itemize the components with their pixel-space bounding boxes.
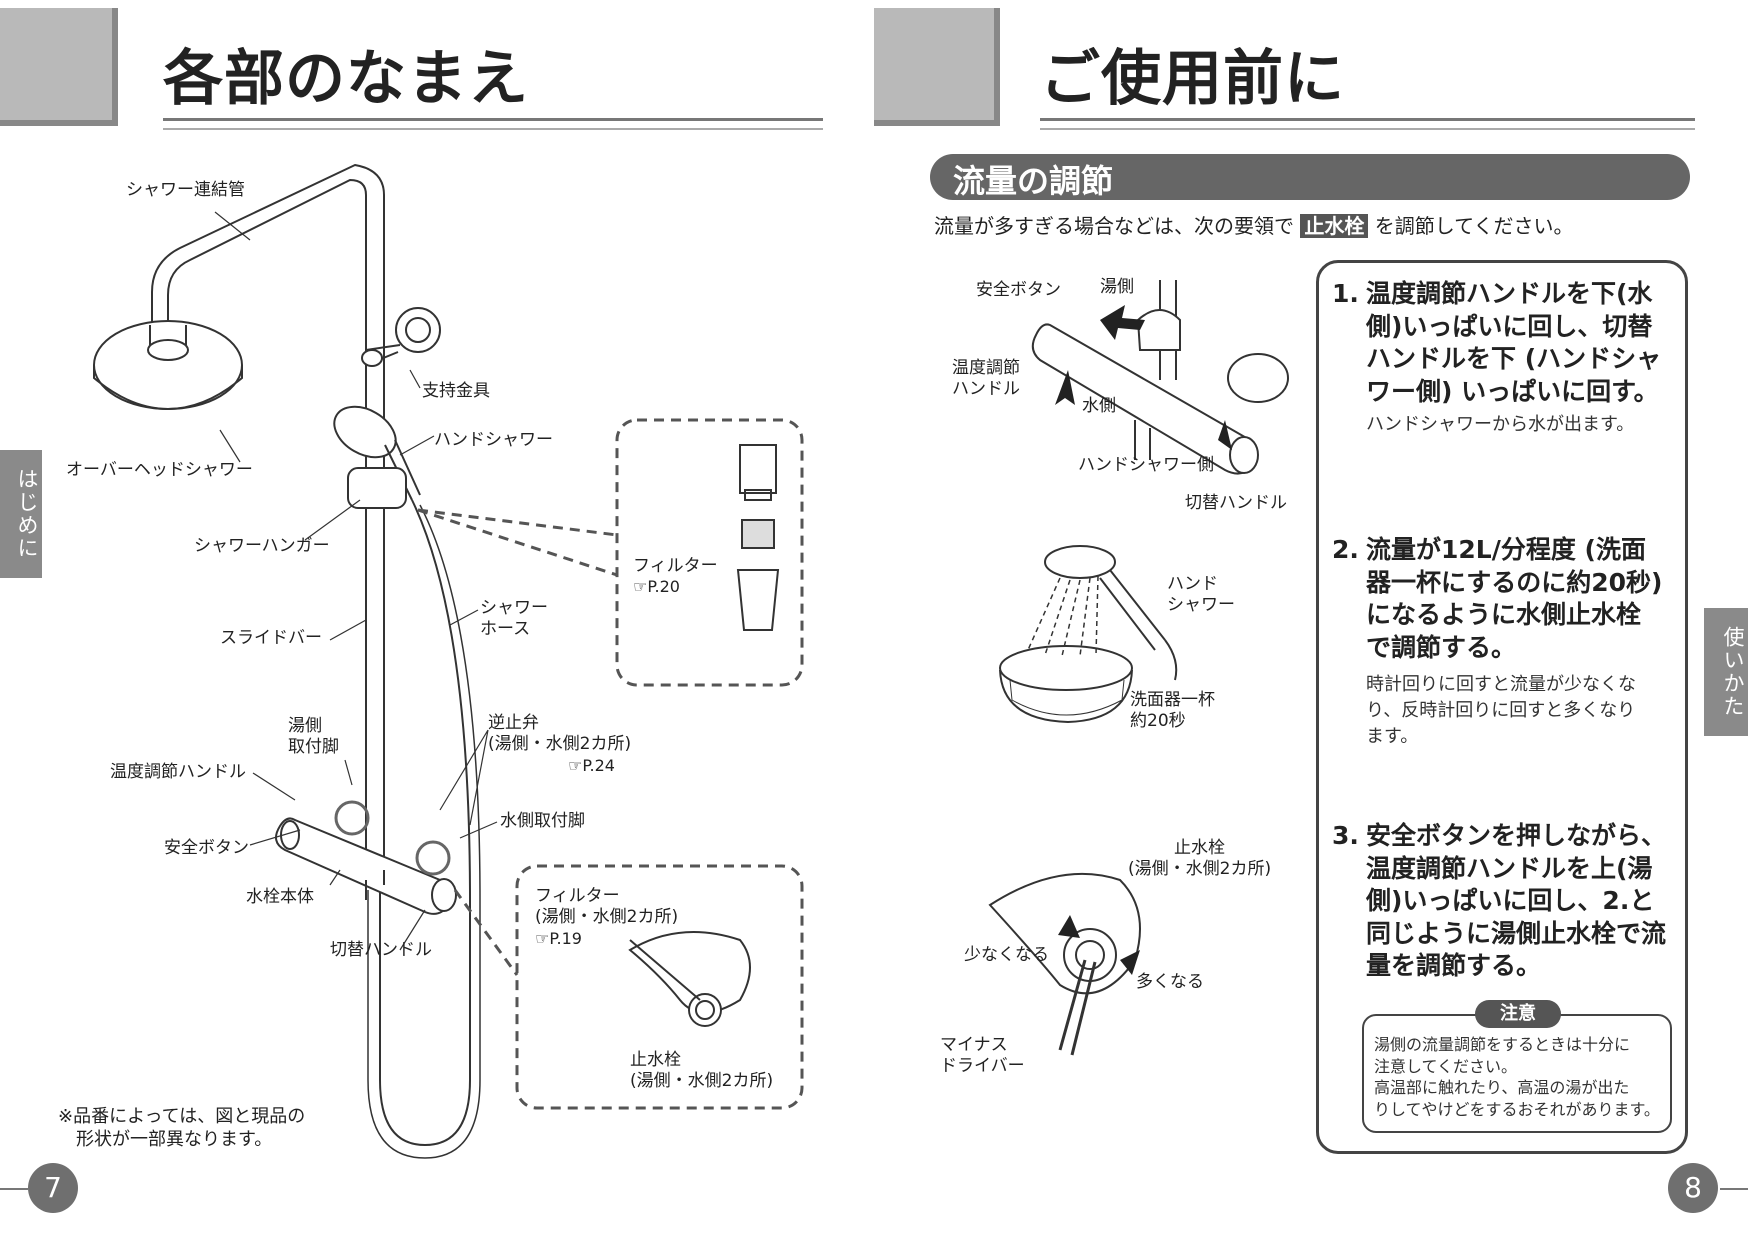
- step-1-number: 1.: [1332, 279, 1359, 308]
- title-rule-right: [1040, 118, 1695, 121]
- section-title: 流量の調節: [953, 162, 1114, 200]
- fig2-basin: 洗面器一杯 約20秒: [1130, 690, 1215, 732]
- pointing-hand-icon: ☞: [568, 755, 583, 775]
- fig1-switch-handle: 切替ハンドル: [1185, 493, 1287, 513]
- title-rule-right-2: [1040, 128, 1695, 130]
- flow-figures: [988, 280, 1289, 1056]
- fig1-cold-side: 水側: [1082, 396, 1116, 416]
- title-rule-left: [163, 118, 823, 121]
- fig2-hand-shower: ハンド シャワー: [1167, 574, 1235, 616]
- section-bar: [930, 154, 1690, 200]
- ref-check-valve: ☞P.24: [568, 755, 615, 775]
- page-title-right: ご使用前に: [1040, 44, 1345, 114]
- title-block-left: [0, 8, 118, 126]
- title-rule-left-2: [163, 128, 823, 130]
- side-tab-left[interactable]: はじめに: [0, 450, 42, 578]
- intro-highlight: 止水栓: [1300, 214, 1369, 238]
- fig3-driver: マイナス ドライバー: [940, 1035, 1025, 1077]
- step-2-number: 2.: [1332, 535, 1359, 564]
- label-temp-handle: 温度調節ハンドル: [110, 762, 246, 782]
- intro-text: 流量が多すぎる場合などは、次の要領で 止水栓 を調節してください。: [934, 214, 1574, 238]
- riser-pipe: [365, 195, 385, 880]
- footer-rule-right: [1720, 1188, 1748, 1190]
- label-safety-button: 安全ボタン: [164, 838, 249, 858]
- pointing-hand-icon: ☞: [535, 928, 550, 948]
- side-tab-right[interactable]: 使いかた: [1704, 608, 1748, 736]
- step-1: 1. 温度調節ハンドルを下(水 側)いっぱいに回し、切替 ハンドルを下 (ハンド…: [1332, 279, 1662, 435]
- fig3-stop-valve: 止水栓 (湯側・水側2カ所): [1128, 838, 1272, 880]
- label-shower-pipe: シャワー連結管: [126, 180, 245, 200]
- label-switch-handle: 切替ハンドル: [330, 940, 432, 960]
- fig1-temp-handle: 温度調節 ハンドル: [952, 358, 1020, 400]
- caution-label: 注意: [1475, 1000, 1561, 1028]
- label-stop-valve: 止水栓 (湯側・水側2カ所): [630, 1050, 774, 1092]
- title-block-right: [874, 8, 1000, 126]
- fig1-safety-button: 安全ボタン: [976, 280, 1061, 300]
- step-3: 3. 安全ボタンを押しながら、 温度調節ハンドルを上(湯 側)いっぱいに回し、2…: [1332, 820, 1682, 983]
- footer-rule-left: [0, 1188, 28, 1190]
- caution-text: 湯側の流量調節をするときは十分に 注意してください。 高温部に触れたり、高温の湯…: [1374, 1035, 1660, 1119]
- note: ※品番によっては、図と現品の 形状が一部異なります。: [58, 1106, 306, 1150]
- shower-hose: [379, 499, 471, 1147]
- label-hand-shower: ハンドシャワー: [434, 430, 553, 450]
- label-slide-bar: スライドバー: [220, 628, 322, 648]
- step-3-number: 3.: [1332, 821, 1359, 850]
- page-number-right: 8: [1668, 1163, 1718, 1213]
- page-number-left: 7: [28, 1163, 78, 1213]
- shower-arm: [151, 163, 385, 325]
- fig1-hot-side: 湯側: [1100, 277, 1134, 297]
- step-2: 2. 流量が12L/分程度 (洗面 器一杯にするのに約20秒) になるように水側…: [1332, 535, 1663, 748]
- shower-diagram: [93, 163, 804, 1159]
- fig1-hand-shower-side: ハンドシャワー側: [1078, 455, 1214, 475]
- label-cold-leg: 水側取付脚: [500, 811, 585, 831]
- label-hose: シャワー ホース: [480, 598, 548, 640]
- fig3-less: 少なくなる: [964, 945, 1049, 965]
- label-filter-top: フィルター ☞P.20: [633, 556, 718, 597]
- label-hanger: シャワーハンガー: [194, 536, 330, 556]
- label-hot-leg: 湯側 取付脚: [288, 716, 339, 758]
- caution-box: [1362, 1014, 1672, 1133]
- ref-filter-top: ☞P.20: [633, 577, 680, 597]
- label-overhead: オーバーヘッドシャワー: [66, 460, 253, 480]
- label-support: 支持金具: [422, 381, 490, 401]
- fig3-more: 多くなる: [1136, 972, 1204, 992]
- label-check-valve: 逆止弁 (湯側・水側2カ所) ☞P.24: [488, 713, 632, 775]
- label-filter-bottom: フィルター (湯側・水側2カ所) ☞P.19: [535, 886, 679, 948]
- page-title-left: 各部のなまえ: [163, 44, 529, 114]
- ref-filter-bottom: ☞P.19: [535, 928, 582, 948]
- label-faucet-body: 水栓本体: [246, 887, 314, 907]
- pointing-hand-icon: ☞: [633, 577, 648, 597]
